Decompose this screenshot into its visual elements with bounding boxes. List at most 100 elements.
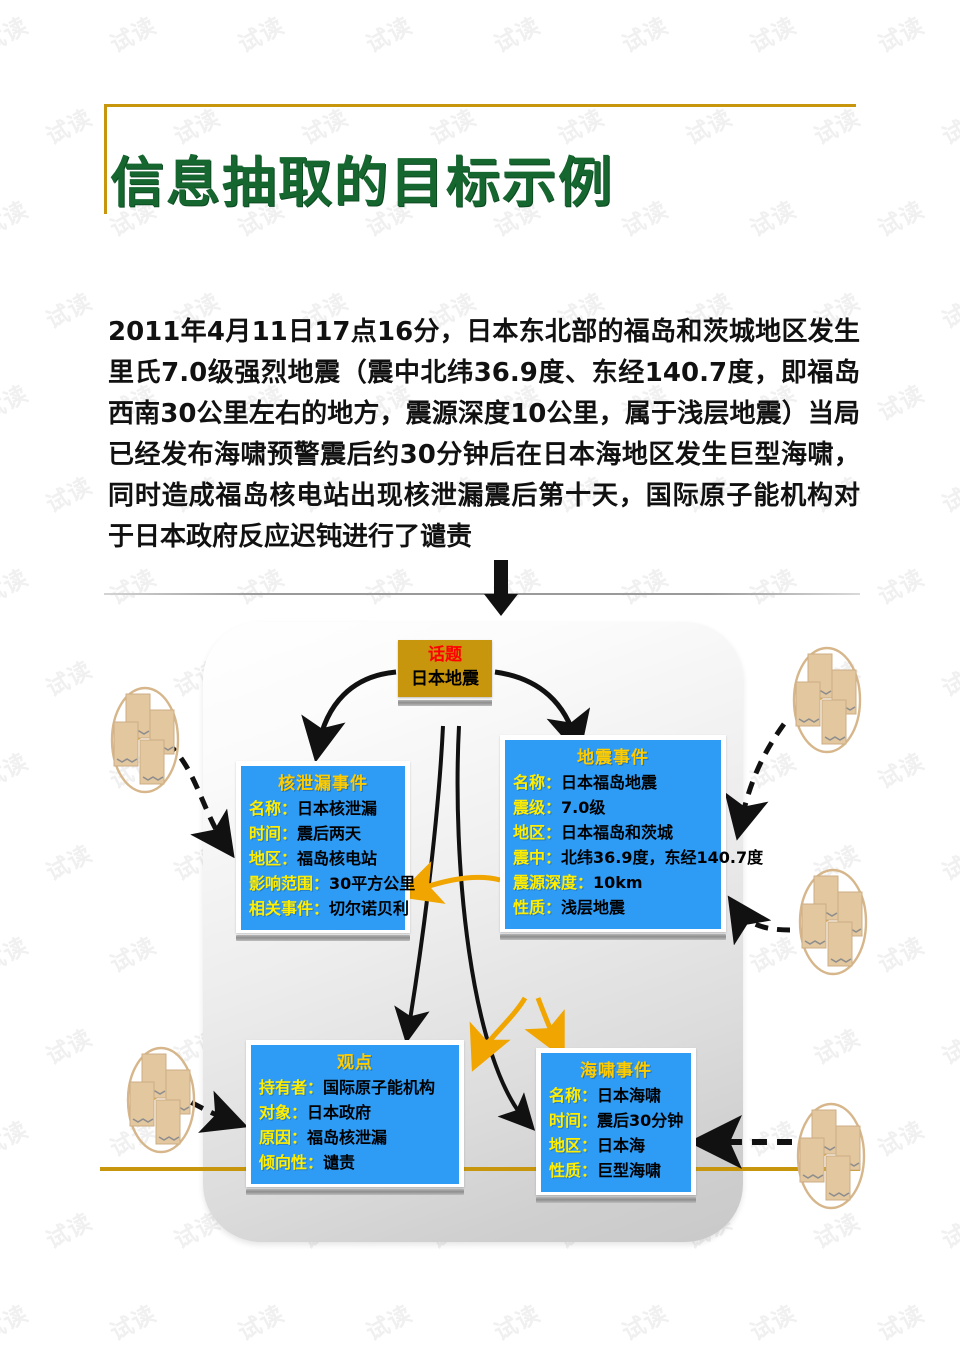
node-field-row: 地区：日本海 (549, 1133, 683, 1158)
node-field-row: 震级：7.0级 (513, 795, 713, 820)
node-field-row: 名称：日本海啸 (549, 1083, 683, 1108)
node-field-value: 福岛核电站 (297, 849, 378, 868)
watermark-text: 试读 (874, 12, 929, 59)
node-field-key: 对象： (259, 1103, 308, 1122)
node-field-value: 切尔诺贝利 (329, 899, 410, 918)
node-field-row: 地区：福岛核电站 (249, 846, 397, 871)
node-topic-title: 话题 (428, 645, 462, 665)
node-field-key: 震级： (513, 798, 562, 817)
node-earthquake[interactable]: 地震事件名称：日本福岛地震震级：7.0级地区：日本福岛和茨城震中：北纬36.9度… (500, 735, 763, 940)
watermark-text: 试读 (0, 196, 33, 243)
watermark-text: 试读 (0, 12, 33, 59)
document-cluster-icon (792, 866, 874, 982)
node-field-key: 相关事件： (249, 899, 330, 918)
watermark-text: 试读 (874, 1116, 929, 1163)
connector-docs-to-quake-top (724, 722, 787, 841)
watermark-text: 试读 (106, 1300, 161, 1347)
watermark-text: 试读 (874, 196, 929, 243)
watermark-text: 试读 (938, 104, 960, 151)
node-field-key: 地区： (249, 849, 298, 868)
node-field-key: 倾向性： (259, 1153, 324, 1172)
node-field-row: 震源深度：10km (513, 870, 713, 895)
watermark-text: 试读 (106, 564, 161, 611)
node-shadowbar (500, 934, 726, 940)
node-field-key: 持有者： (259, 1078, 324, 1097)
node-field-value: 日本政府 (307, 1103, 372, 1122)
node-field-key: 震源深度： (513, 873, 594, 892)
node-field-row: 时间：震后30分钟 (549, 1108, 683, 1133)
node-field-value: 30平方公里 (329, 874, 416, 893)
watermark-text: 试读 (42, 104, 97, 151)
watermark-text: 试读 (42, 656, 97, 703)
watermark-text: 试读 (618, 1300, 673, 1347)
node-inner: 核泄漏事件名称：日本核泄漏时间：震后两天地区：福岛核电站影响范围：30平方公里相… (241, 766, 415, 930)
watermark-text: 试读 (938, 840, 960, 887)
watermark-text: 试读 (42, 840, 97, 887)
watermark-text: 试读 (618, 196, 673, 243)
watermark-text: 试读 (618, 12, 673, 59)
node-field-value: 日本海啸 (597, 1086, 662, 1105)
node-field-key: 性质： (549, 1161, 598, 1180)
node-field-key: 名称： (249, 799, 298, 818)
body-paragraph: 2011年4月11日17点16分，日本东北部的福岛和茨城地区发生里氏7.0级强烈… (108, 317, 860, 552)
node-tsunami[interactable]: 海啸事件名称：日本海啸时间：震后30分钟地区：日本海性质：巨型海啸 (536, 1048, 696, 1203)
node-field-row: 震中：北纬36.9度，东经140.7度 (513, 845, 763, 870)
divider-gold (100, 1167, 860, 1171)
node-frame: 海啸事件名称：日本海啸时间：震后30分钟地区：日本海性质：巨型海啸 (536, 1048, 696, 1195)
node-field-value: 国际原子能机构 (323, 1078, 436, 1097)
watermark-text: 试读 (0, 1116, 33, 1163)
node-field-key: 影响范围： (249, 874, 330, 893)
node-field-row: 时间：震后两天 (249, 821, 397, 846)
node-field-value: 日本海 (597, 1136, 646, 1155)
watermark-text: 试读 (0, 748, 33, 795)
node-field-value: 日本核泄漏 (297, 799, 378, 818)
node-topic-value: 日本地震 (411, 669, 479, 689)
flow-down-arrow-icon (477, 560, 525, 626)
watermark-text: 试读 (42, 288, 97, 335)
watermark-text: 试读 (234, 12, 289, 59)
node-nuclear-leak[interactable]: 核泄漏事件名称：日本核泄漏时间：震后两天地区：福岛核电站影响范围：30平方公里相… (236, 761, 415, 941)
node-title: 观点 (337, 1053, 373, 1073)
watermark-text: 试读 (234, 564, 289, 611)
node-field-row: 名称：日本核泄漏 (249, 796, 397, 821)
page-title: 信息抽取的目标示例 (110, 151, 614, 214)
node-title: 海啸事件 (580, 1061, 652, 1081)
document-cluster-icon (786, 644, 868, 760)
watermark-text: 试读 (938, 656, 960, 703)
node-shadowbar (236, 935, 410, 941)
node-field-key: 性质： (513, 898, 562, 917)
watermark-text: 试读 (0, 564, 33, 611)
watermark-text: 试读 (938, 1208, 960, 1255)
document-cluster-icon (790, 1100, 872, 1216)
node-field-value: 10km (593, 873, 643, 892)
watermark-text: 试读 (874, 380, 929, 427)
watermark-text: 试读 (810, 1024, 865, 1071)
watermark-text: 试读 (874, 748, 929, 795)
watermark-text: 试读 (42, 472, 97, 519)
watermark-text: 试读 (490, 12, 545, 59)
watermark-text: 试读 (362, 12, 417, 59)
watermark-text: 试读 (42, 1208, 97, 1255)
node-field-row: 原因：福岛核泄漏 (259, 1125, 451, 1150)
watermark-text: 试读 (42, 1024, 97, 1071)
node-field-value: 7.0级 (561, 798, 606, 817)
node-topic-shadowbar (398, 700, 492, 706)
document-cluster-icon (120, 1044, 202, 1160)
node-field-row: 持有者：国际原子能机构 (259, 1075, 451, 1100)
watermark-text: 试读 (490, 1300, 545, 1347)
watermark-text: 试读 (746, 564, 801, 611)
node-title: 地震事件 (577, 748, 649, 768)
connector-docs-to-quake-mid (727, 895, 791, 946)
watermark-text: 试读 (618, 564, 673, 611)
node-topic[interactable]: 话题 日本地震 (398, 640, 492, 706)
node-field-row: 性质：浅层地震 (513, 895, 713, 920)
node-field-key: 名称： (513, 773, 562, 792)
node-field-row: 倾向性：谴责 (259, 1150, 451, 1175)
watermark-text: 试读 (874, 932, 929, 979)
node-opinion[interactable]: 观点持有者：国际原子能机构对象：日本政府原因：福岛核泄漏倾向性：谴责 (246, 1040, 464, 1195)
node-shadowbar (246, 1189, 464, 1195)
node-field-value: 北纬36.9度，东经140.7度 (561, 848, 764, 867)
node-frame: 核泄漏事件名称：日本核泄漏时间：震后两天地区：福岛核电站影响范围：30平方公里相… (236, 761, 415, 933)
watermark-text: 试读 (0, 932, 33, 979)
header-left-rule (104, 104, 107, 214)
